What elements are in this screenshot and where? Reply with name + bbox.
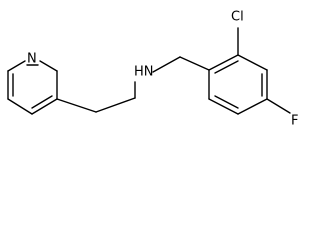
benzene-double-bond [214,60,239,74]
benzene-bond [237,98,268,115]
fluoro-bond [266,98,291,114]
ethyl-linker [56,81,136,113]
benzyl-linker [152,56,210,73]
benzene-bond [208,54,239,71]
benzene-bond [208,98,239,115]
pyridine-bond [7,60,26,72]
pyridine-bond [7,98,33,115]
pyridine-bond [39,60,58,72]
chlorine-label: Cl [231,10,244,25]
chain-bond [152,56,181,73]
chain-bond [95,97,136,113]
chain-bond [56,98,97,113]
pyridine-double-bond [31,95,53,109]
substituent-bonds [237,27,291,114]
pyridine-bond [31,98,58,115]
chain-bond [179,56,210,71]
pyridine-ring [7,60,58,115]
fluorine-label: F [291,114,298,129]
benzene-double-bond [214,95,239,109]
amine-nh-label: HN [134,65,154,80]
pyridine-nitrogen-label: N [27,52,37,67]
chemical-structure-diagram: N HN Cl F [7,10,298,129]
benzene-bond [237,54,268,71]
benzene-ring [208,54,268,115]
